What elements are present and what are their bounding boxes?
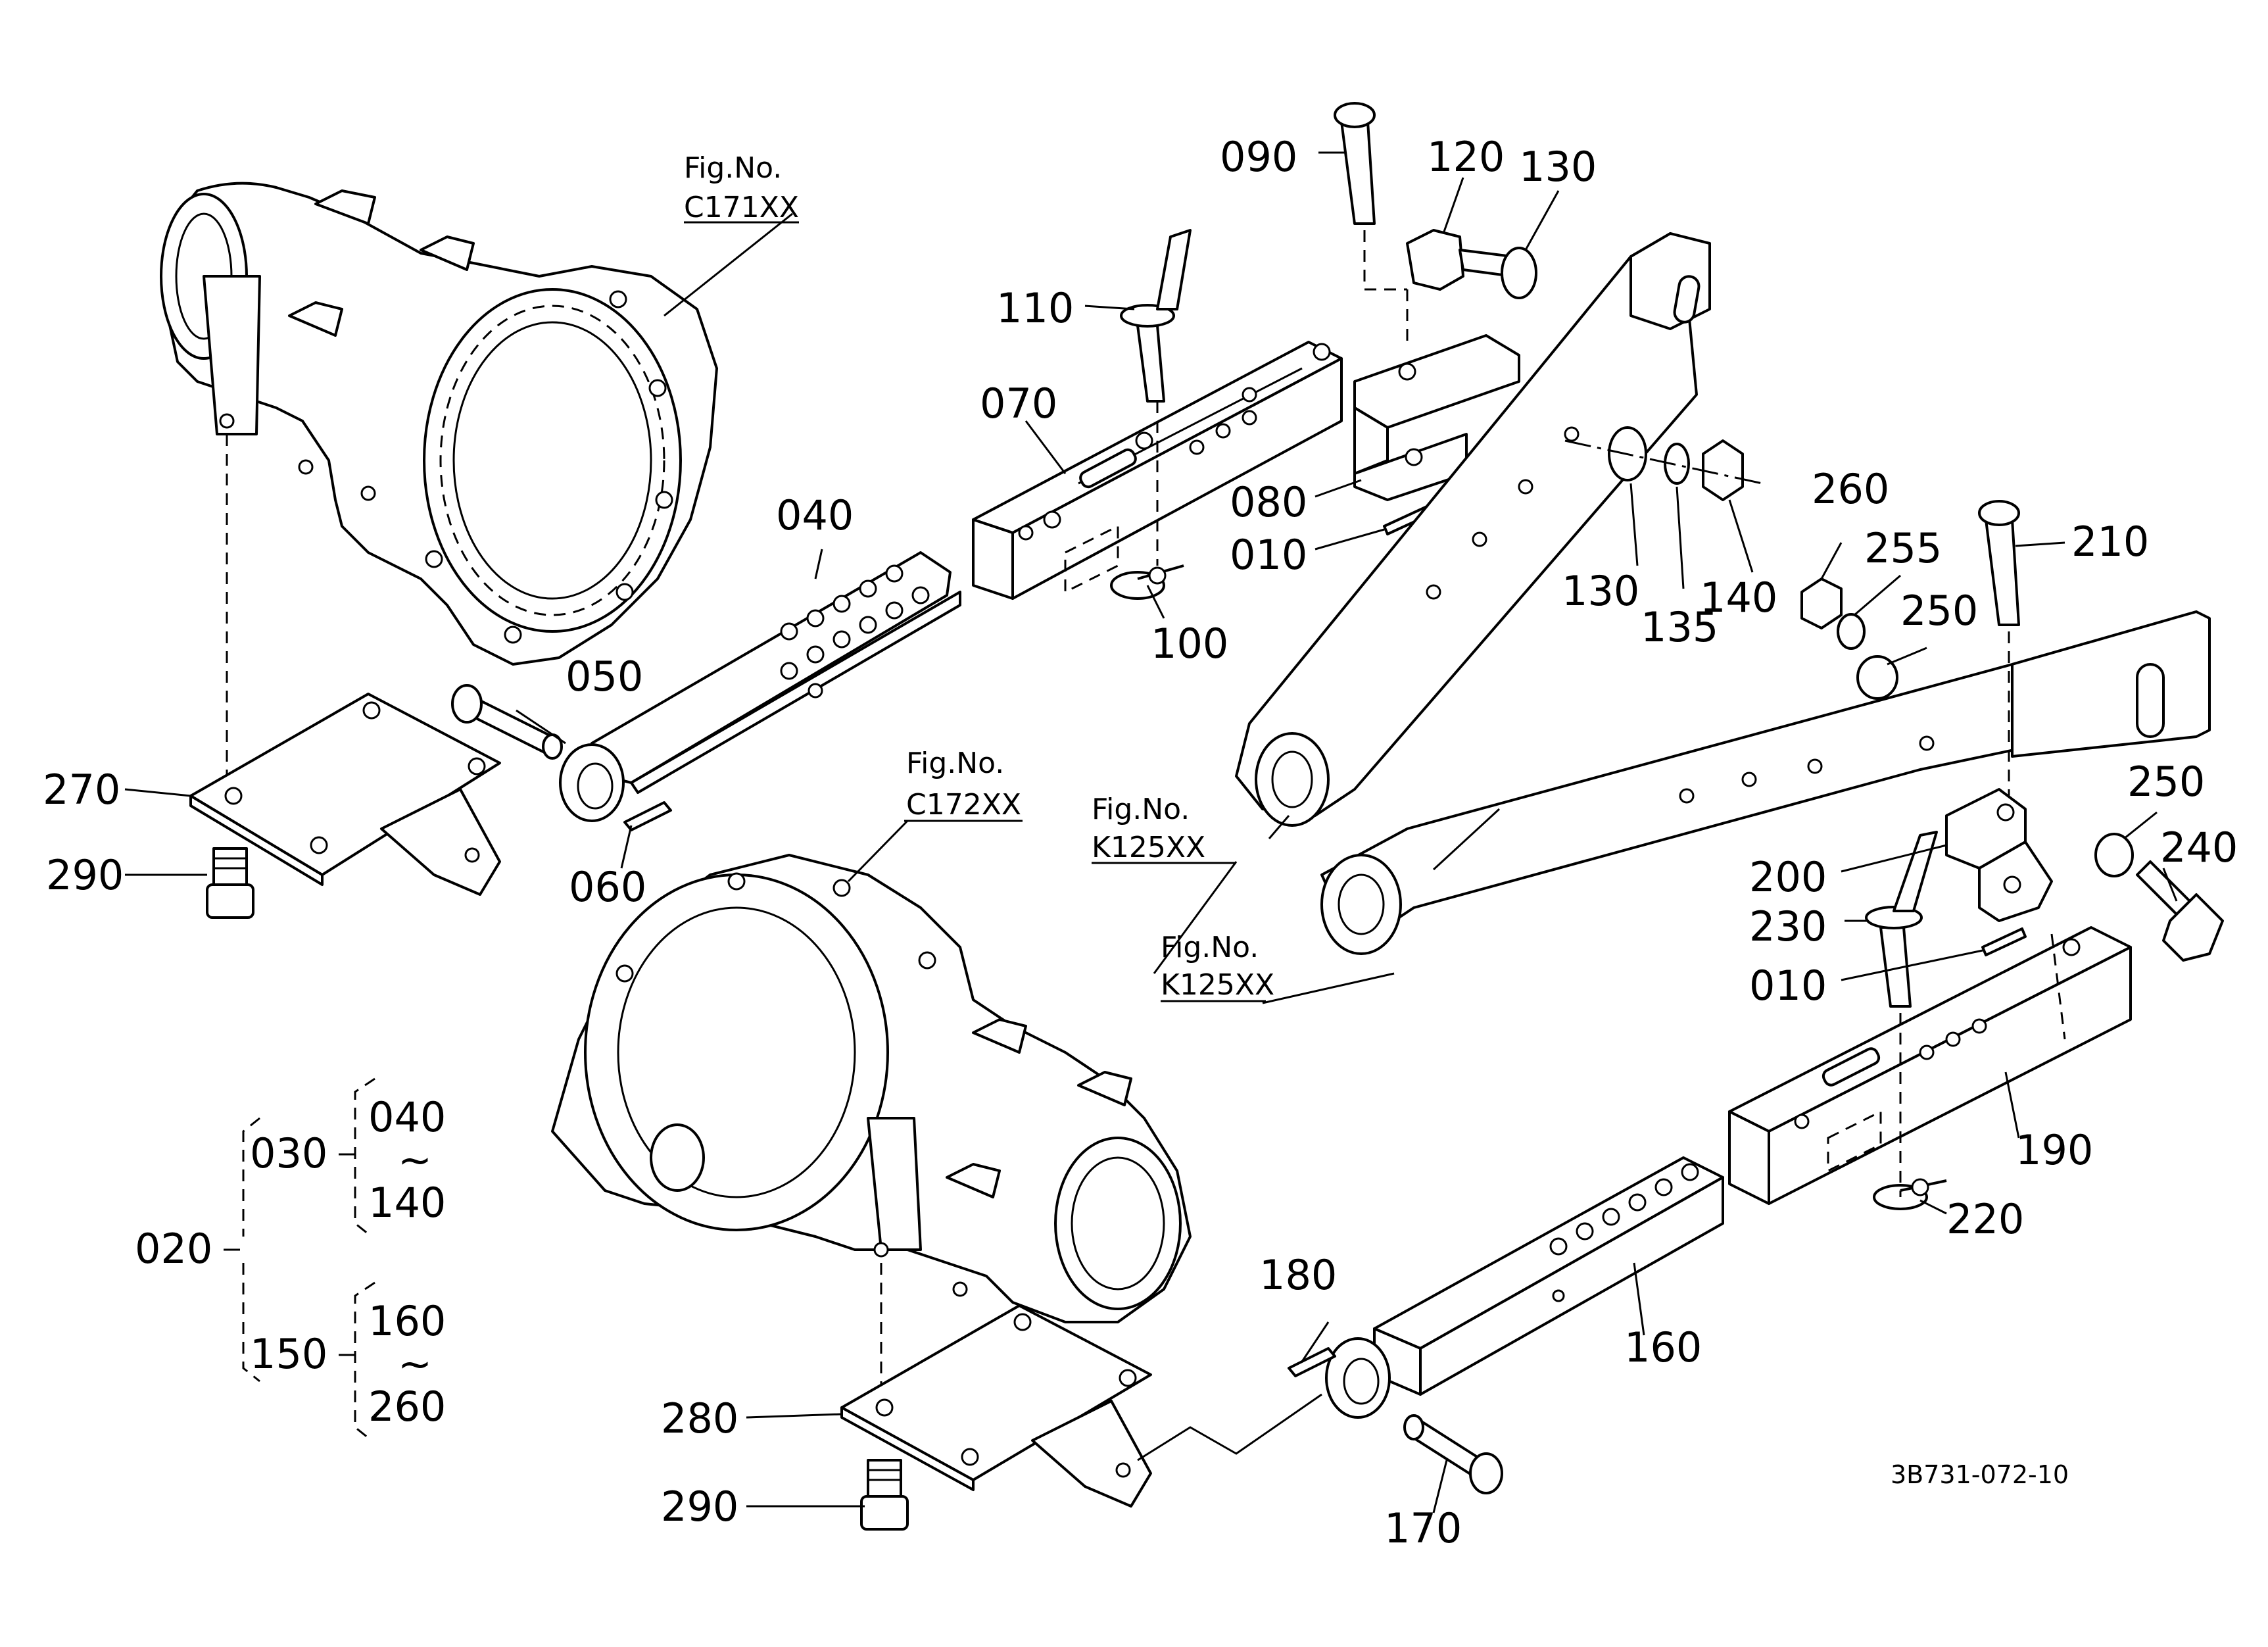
bolt-290-upper bbox=[206, 847, 254, 919]
tree-group-a-label: 030 bbox=[250, 1129, 327, 1177]
fig-ref-k125-lower-line2: K125XX bbox=[1161, 968, 1274, 1002]
label-180: 180 bbox=[1259, 1251, 1337, 1299]
bracket-080 bbox=[1353, 334, 1520, 501]
label-290-upper: 290 bbox=[46, 851, 124, 899]
tree-group-b-range: ~ bbox=[398, 1340, 432, 1388]
pin-210 bbox=[1978, 500, 2020, 809]
spring-washer-255 bbox=[1837, 613, 1866, 650]
label-230: 230 bbox=[1749, 902, 1827, 950]
label-135: 135 bbox=[1641, 603, 1718, 651]
pin-230 bbox=[1865, 831, 1938, 1008]
fig-ref-k125-lower-line1: Fig.No. bbox=[1161, 931, 1259, 964]
fig-ref-c172-line2: C172XX bbox=[906, 788, 1021, 822]
label-110: 110 bbox=[996, 284, 1074, 332]
label-130-upper: 130 bbox=[1519, 143, 1597, 191]
label-250-lower: 250 bbox=[2127, 758, 2205, 806]
clip-180 bbox=[1288, 1347, 1336, 1377]
washer-130-upper bbox=[1501, 247, 1537, 299]
label-190: 190 bbox=[2015, 1126, 2093, 1174]
mounting-plate-280 bbox=[840, 1304, 1152, 1508]
nut-140 bbox=[1702, 439, 1744, 501]
fig-ref-c171-line1: Fig.No. bbox=[684, 151, 782, 185]
nut-260 bbox=[1800, 578, 1843, 629]
bracket-200 bbox=[1945, 788, 2053, 922]
label-250-upper: 250 bbox=[1900, 587, 1978, 635]
label-170: 170 bbox=[1384, 1504, 1462, 1552]
label-220: 220 bbox=[1946, 1195, 2024, 1243]
label-050: 050 bbox=[566, 652, 643, 701]
fig-ref-c172-line1: Fig.No. bbox=[906, 747, 1004, 780]
fig-ref-k125-upper-line1: Fig.No. bbox=[1092, 793, 1190, 826]
label-070: 070 bbox=[980, 380, 1057, 428]
tree-group-b-from: 160 bbox=[368, 1297, 446, 1345]
label-120: 120 bbox=[1427, 133, 1505, 181]
tree-group-a-from: 040 bbox=[368, 1093, 446, 1141]
label-270: 270 bbox=[43, 766, 120, 814]
lower-housing bbox=[551, 854, 1192, 1323]
bolt-240 bbox=[2136, 860, 2224, 962]
bolt-290-lower bbox=[860, 1459, 909, 1531]
pin-090 bbox=[1334, 102, 1409, 342]
leader-lines bbox=[124, 151, 2178, 1513]
label-090: 090 bbox=[1220, 133, 1297, 181]
cotter-pin-010-lower bbox=[1981, 927, 2027, 956]
tube-070 bbox=[972, 341, 1343, 600]
tree-root-label: 020 bbox=[135, 1225, 212, 1273]
label-130-lower: 130 bbox=[1562, 567, 1639, 615]
check-link-040 bbox=[559, 551, 961, 822]
bolt-120 bbox=[1406, 229, 1514, 291]
assembly-tree: 020 030 040 ~ 140 150 160 ~ 260 bbox=[135, 1077, 446, 1442]
mounting-plate-270 bbox=[189, 693, 501, 896]
upper-housing bbox=[160, 182, 718, 666]
washer-250-lower bbox=[2094, 833, 2134, 877]
tube-190 bbox=[1728, 926, 2132, 1205]
pin-170 bbox=[1403, 1414, 1503, 1494]
fig-ref-k125-upper-line2: K125XX bbox=[1092, 831, 1205, 864]
label-040: 040 bbox=[776, 491, 854, 539]
pin-050 bbox=[451, 684, 563, 760]
lift-arm-upper bbox=[1235, 232, 1711, 827]
tree-group-a-to: 140 bbox=[368, 1179, 446, 1227]
label-100: 100 bbox=[1151, 620, 1228, 668]
label-160: 160 bbox=[1624, 1323, 1702, 1371]
lift-arm-lower bbox=[1320, 610, 2211, 955]
label-080: 080 bbox=[1230, 478, 1307, 526]
label-060: 060 bbox=[569, 863, 646, 911]
clip-060 bbox=[623, 801, 672, 831]
tree-group-b-to: 260 bbox=[368, 1383, 446, 1431]
fig-ref-c171-line2: C171XX bbox=[684, 191, 799, 224]
label-140: 140 bbox=[1700, 574, 1777, 622]
tree-group-a-range: ~ bbox=[398, 1136, 432, 1184]
label-260: 260 bbox=[1812, 465, 1889, 513]
label-210: 210 bbox=[2071, 518, 2149, 566]
label-010-upper: 010 bbox=[1230, 531, 1307, 579]
label-280: 280 bbox=[661, 1394, 738, 1442]
spring-washer-135 bbox=[1664, 443, 1690, 485]
label-240: 240 bbox=[2160, 823, 2238, 872]
washer-250-upper bbox=[1856, 655, 1898, 700]
drawing-code: 3B731-072-10 bbox=[1891, 1460, 2069, 1489]
label-290-lower: 290 bbox=[661, 1483, 738, 1531]
label-255: 255 bbox=[1864, 524, 1942, 572]
tree-group-b-label: 150 bbox=[250, 1330, 327, 1378]
lynch-pin-220 bbox=[1873, 1178, 1947, 1210]
label-010-lower: 010 bbox=[1749, 962, 1827, 1010]
lynch-pin-100 bbox=[1110, 564, 1184, 600]
pin-110 bbox=[1120, 229, 1192, 566]
check-link-160 bbox=[1325, 1156, 1724, 1419]
label-200: 200 bbox=[1749, 853, 1827, 901]
